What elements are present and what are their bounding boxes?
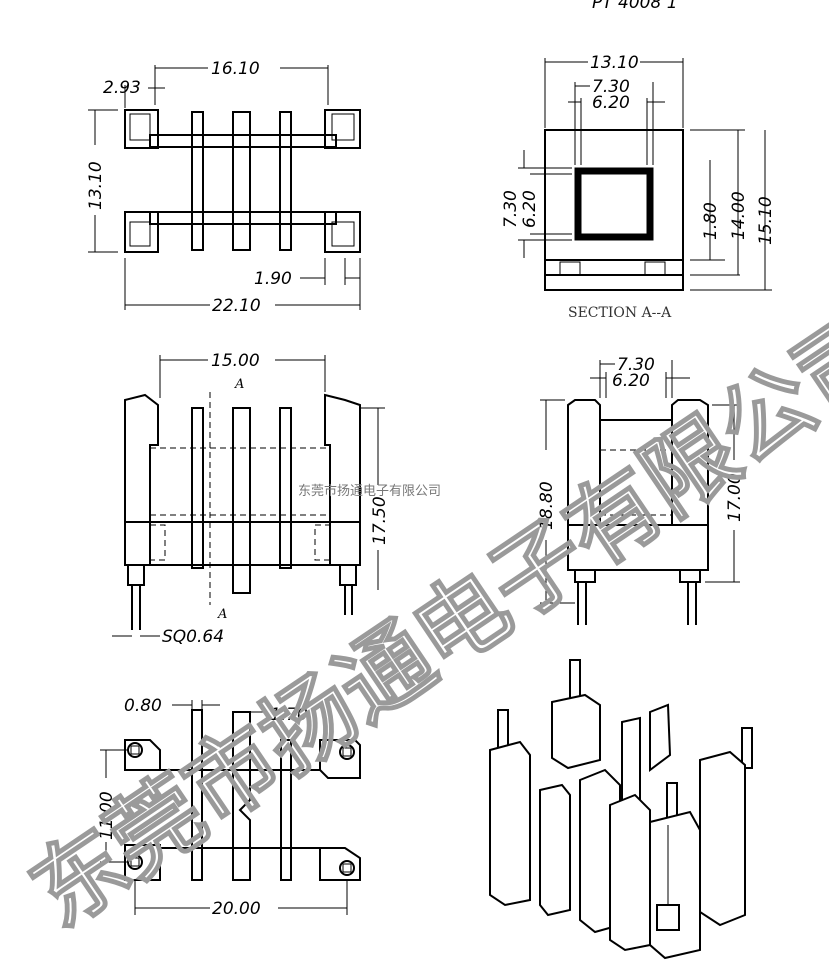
front-dim-sq: SQ0.64 xyxy=(162,627,224,647)
side-dim-17-00: 17.00 xyxy=(725,473,745,522)
section-dim-14-00: 14.00 xyxy=(729,191,749,240)
front-dim-15-00: 15.00 xyxy=(211,351,260,371)
bottom-dim-11-00: 11.00 xyxy=(97,791,117,840)
side-dim-6-20: 6.20 xyxy=(612,371,650,391)
iso-body xyxy=(489,740,746,960)
front-section-mark-top: A xyxy=(234,377,244,392)
top-dim-22-10: 22.10 xyxy=(212,296,261,316)
side-dim-18-80: 18.80 xyxy=(537,481,557,530)
section-dim-6-20: 6.20 xyxy=(592,93,630,113)
top-dim-13-10: 13.10 xyxy=(86,161,106,210)
watermark-small: 东莞市扬通电子有限公司 xyxy=(298,483,441,499)
top-dim-1-90: 1.90 xyxy=(254,269,292,289)
isometric-view xyxy=(489,659,753,960)
iso-pin xyxy=(741,727,753,769)
section-dim-1-80: 1.80 xyxy=(701,202,721,240)
section-dim-13-10: 13.10 xyxy=(590,53,639,73)
bottom-view: 0.80 1.70 11.00 20.00 xyxy=(97,696,361,919)
front-dim-17-50: 17.50 xyxy=(370,496,390,545)
front-view: A A 15.00 17.50 SQ0.64 xyxy=(112,351,390,647)
section-dim-v-7-30: 7.30 xyxy=(501,190,521,228)
section-caption: SECTION A--A xyxy=(568,305,672,321)
iso-foot xyxy=(656,904,680,931)
section-dim-v-6-20: 6.20 xyxy=(520,190,540,228)
bottom-dim-0-80: 0.80 xyxy=(124,696,162,716)
section-dim-7-30: 7.30 xyxy=(592,77,630,97)
bottom-dim-20-00: 20.00 xyxy=(212,899,261,919)
front-section-mark-bottom: A xyxy=(217,607,227,622)
section-dim-15-10: 15.10 xyxy=(756,196,776,245)
bottom-dim-1-70: 1.70 xyxy=(270,705,308,725)
side-view: 7.30 6.20 18.80 17.00 xyxy=(537,355,745,625)
side-dim-7-30: 7.30 xyxy=(617,355,655,375)
header-partial-text: PT 4008 1 xyxy=(592,0,678,13)
top-dim-16-10: 16.10 xyxy=(211,59,260,79)
top-view: 16.10 2.93 13.10 1.90 22.10 xyxy=(86,59,361,316)
section-view: 13.10 7.30 6.20 7.30 6.20 1.80 14.00 15.… xyxy=(501,53,776,321)
top-dim-2-93: 2.93 xyxy=(103,78,141,98)
iso-flange xyxy=(551,693,672,810)
